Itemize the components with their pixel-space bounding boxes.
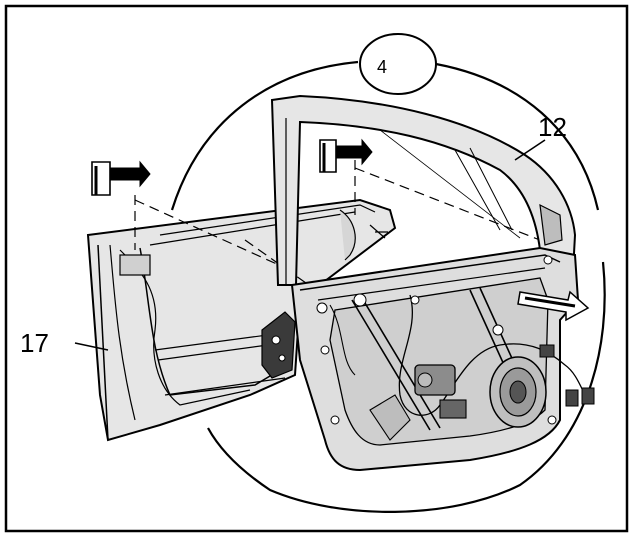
step-number-label: 4 <box>377 57 388 77</box>
door-module <box>270 94 595 472</box>
rotation-circle <box>170 60 606 514</box>
removal-direction-arrow-center <box>319 138 373 173</box>
step-number-circle <box>359 33 437 95</box>
callout-leaders <box>74 139 546 351</box>
door-shell <box>86 198 397 442</box>
door-shell-callout-label: 17 <box>20 328 49 358</box>
door-module-callout-label: 12 <box>538 112 567 142</box>
removal-direction-arrow-left <box>91 160 151 196</box>
pull-direction-arrow-right <box>517 290 590 322</box>
